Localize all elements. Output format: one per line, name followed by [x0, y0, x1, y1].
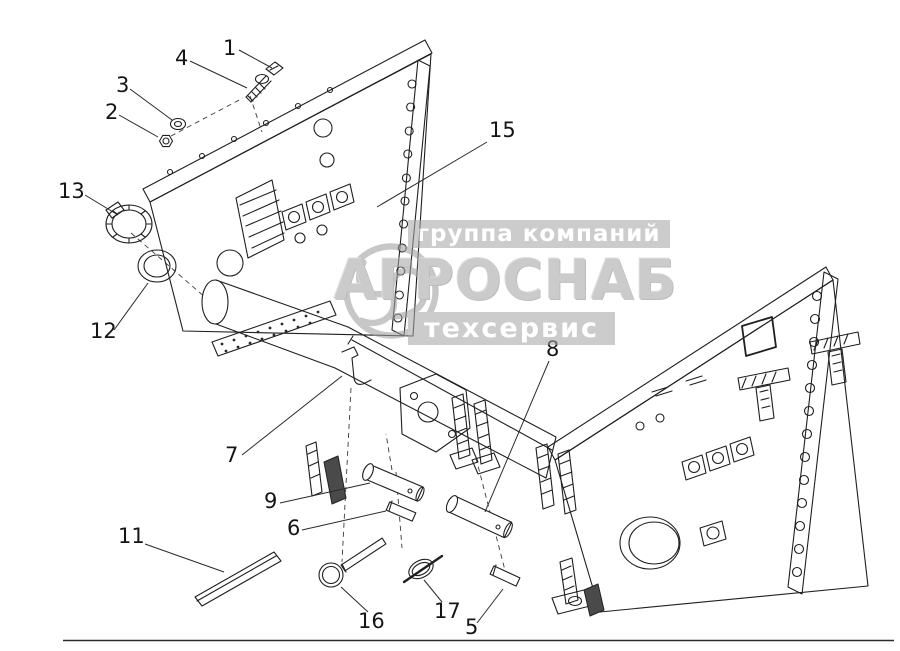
- right-panel-brackets: [737, 331, 861, 422]
- callout-label-7: 7: [225, 443, 238, 467]
- cotter-pin-small-right: [489, 564, 521, 587]
- bolt: [245, 61, 284, 103]
- hook-bracket: [341, 335, 372, 385]
- left-frame-panel: [142, 39, 433, 357]
- beam-bracket-left: [305, 441, 347, 505]
- callout-leader-8: [484, 360, 550, 513]
- nut: [158, 134, 174, 148]
- callout-layer: 1 4 3 2 13 12 15 8 7 96 11 16 175: [58, 36, 559, 639]
- callout-leader-15: [376, 141, 488, 208]
- callout-leader-4: [189, 60, 248, 89]
- callout-label-16: 16: [358, 609, 385, 633]
- clevis-pin-large-left: [362, 463, 425, 502]
- callout-leader-1: [238, 49, 273, 69]
- callout-label-1: 1: [223, 36, 236, 60]
- washer: [169, 117, 187, 131]
- callout-leader-12: [113, 282, 149, 331]
- callout-leader-7: [241, 375, 343, 456]
- callout-label-6: 6: [287, 516, 300, 540]
- collar-ring: [137, 249, 177, 283]
- clevis-pin-large-right: [445, 495, 513, 539]
- callout-label-15: 15: [489, 118, 516, 142]
- ring-pin: [318, 537, 387, 588]
- callout-leader-11: [144, 543, 225, 573]
- bottom-right-bracket: [551, 557, 605, 617]
- callout-label-5: 5: [465, 615, 478, 639]
- callout-label-9: 9: [264, 489, 277, 513]
- linch-clip: [402, 554, 444, 584]
- callout-label-8: 8: [546, 337, 559, 361]
- callout-leader-16: [340, 586, 369, 613]
- callout-leader-17: [423, 579, 443, 603]
- callout-label-11: 11: [118, 524, 145, 548]
- callout-label-13: 13: [58, 179, 85, 203]
- flat-bar: [194, 551, 282, 607]
- right-frame-panel: [547, 266, 869, 613]
- callout-label-12: 12: [90, 319, 117, 343]
- callout-leader-5: [476, 588, 504, 624]
- callout-label-2: 2: [105, 100, 118, 124]
- callout-label-4: 4: [175, 46, 188, 70]
- callout-label-3: 3: [116, 73, 129, 97]
- cotter-pin-small-left: [385, 500, 417, 522]
- callout-leader-13: [84, 194, 119, 216]
- callout-leader-6: [301, 510, 387, 531]
- callout-label-17: 17: [434, 599, 461, 623]
- beam-bracket-center: [449, 393, 501, 475]
- callout-leader-2: [118, 114, 159, 138]
- beam-bracket-right: [535, 443, 577, 515]
- callout-leader-3: [129, 88, 173, 121]
- main-beam: [201, 279, 557, 479]
- callout-leader-9: [279, 482, 371, 504]
- hose-clamp: [105, 201, 153, 244]
